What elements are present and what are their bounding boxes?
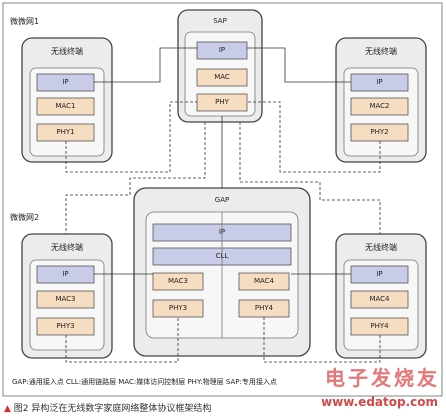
gap-ip-label: IP bbox=[218, 228, 226, 236]
legend: GAP:通用接入点 CLL:通用链路层 MAC:媒体访问控制层 PHY:物理层 … bbox=[12, 378, 277, 386]
outer-frame bbox=[2, 2, 443, 397]
device-1 bbox=[21, 37, 113, 163]
connection-lines bbox=[65, 47, 381, 363]
sap-mac-label: MAC bbox=[214, 73, 230, 81]
device1-ip: IP bbox=[62, 78, 69, 86]
device3-phy: PHY3 bbox=[56, 322, 75, 330]
device2-mac: MAC2 bbox=[369, 102, 390, 110]
sap-phy-layer bbox=[196, 93, 248, 112]
sap-node bbox=[177, 9, 263, 123]
device1-phy: PHY1 bbox=[56, 128, 75, 136]
device3-mac: MAC3 bbox=[55, 295, 76, 303]
figure-caption: ▲ 图2 异构泛在无线数字家庭网络整体协议框架结构 bbox=[4, 401, 211, 414]
device3-ip: IP bbox=[62, 270, 69, 278]
device3-title: 无线终端 bbox=[51, 243, 83, 252]
sap-ip-layer bbox=[196, 41, 248, 60]
device4-mac: MAC4 bbox=[369, 295, 390, 303]
gap-cll-label: CLL bbox=[215, 252, 229, 260]
device1-title: 无线终端 bbox=[51, 47, 83, 56]
sap-title: SAP bbox=[213, 17, 227, 25]
device4-phy: PHY4 bbox=[370, 322, 389, 330]
gap-node bbox=[133, 187, 311, 357]
device-4 bbox=[335, 233, 427, 359]
device4-ip: IP bbox=[376, 270, 383, 278]
watermark-url: www.edatop.com bbox=[321, 395, 438, 409]
device2-ip: IP bbox=[376, 78, 383, 86]
subnet2-label: 微微网2 bbox=[10, 213, 40, 222]
device-2 bbox=[335, 37, 427, 163]
caption-marker: ▲ bbox=[4, 404, 11, 414]
subnet1-label: 微微网1 bbox=[10, 17, 40, 26]
device4-title: 无线终端 bbox=[365, 243, 397, 252]
gap-phy4-label: PHY4 bbox=[254, 304, 274, 312]
device2-phy: PHY2 bbox=[370, 128, 389, 136]
gap-title: GAP bbox=[214, 196, 230, 204]
device2-title: 无线终端 bbox=[365, 47, 397, 56]
sap-mac-layer bbox=[196, 68, 248, 87]
device1-mac: MAC1 bbox=[55, 102, 76, 110]
watermark-logo: 电子发烧友 bbox=[325, 366, 440, 390]
gap-mac3-label: MAC3 bbox=[167, 277, 189, 285]
sap-phy-label: PHY bbox=[215, 98, 229, 106]
caption-text: 图2 异构泛在无线数字家庭网络整体协议框架结构 bbox=[13, 404, 212, 414]
gap-phy3-label: PHY3 bbox=[168, 304, 188, 312]
gap-mac4-label: MAC4 bbox=[253, 277, 275, 285]
sap-ip-label: IP bbox=[218, 46, 226, 54]
device-3 bbox=[21, 233, 113, 359]
